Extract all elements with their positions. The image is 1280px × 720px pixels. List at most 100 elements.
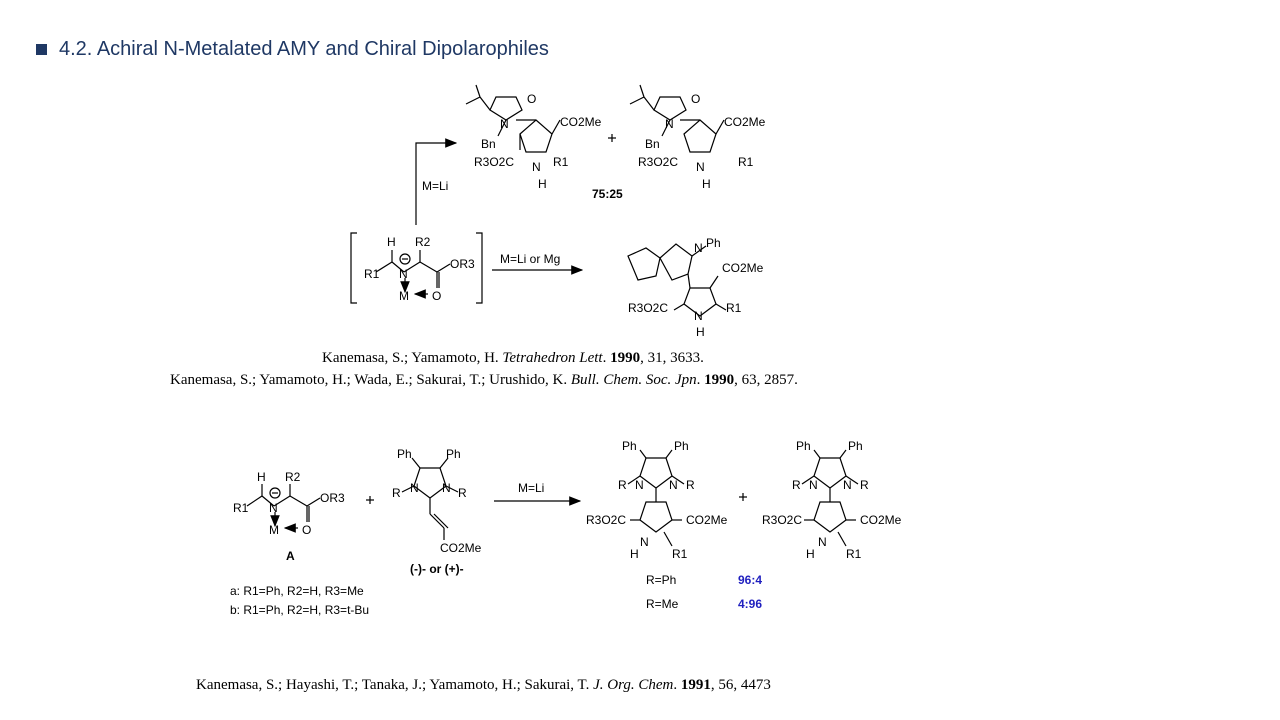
svg-text:H: H bbox=[806, 547, 815, 561]
svg-text:M: M bbox=[269, 523, 279, 537]
slide-title: 4.2. Achiral N-Metalated AMY and Chiral … bbox=[36, 38, 549, 61]
svg-text:H: H bbox=[257, 470, 266, 484]
svg-text:R3O2C: R3O2C bbox=[638, 155, 678, 169]
svg-text:H: H bbox=[630, 547, 639, 561]
svg-text:R2: R2 bbox=[285, 470, 301, 484]
svg-text:N: N bbox=[843, 478, 852, 492]
svg-text:N: N bbox=[694, 309, 703, 323]
svg-text:N: N bbox=[818, 535, 827, 549]
substituent-a: a: R1=Ph, R2=H, R3=Me bbox=[230, 584, 364, 598]
svg-text:R1: R1 bbox=[233, 501, 249, 515]
svg-text:R: R bbox=[618, 478, 627, 492]
svg-text:H: H bbox=[702, 177, 711, 191]
imidazolidine-dipolarophile bbox=[413, 467, 447, 499]
svg-text:R1: R1 bbox=[672, 547, 688, 561]
enantiomer-label: (-)- or (+)- bbox=[410, 562, 464, 576]
svg-text:Bn: Bn bbox=[645, 137, 660, 151]
svg-text:R1: R1 bbox=[364, 267, 380, 281]
arrow-up-right bbox=[415, 138, 458, 225]
ratio-label: 75:25 bbox=[592, 187, 623, 201]
svg-text:R2: R2 bbox=[415, 235, 431, 249]
pyrrolidine-ring-3 bbox=[683, 287, 717, 317]
svg-text:R: R bbox=[458, 486, 467, 500]
svg-text:R: R bbox=[392, 486, 401, 500]
reference-1: Kanemasa, S.; Yamamoto, H. Tetrahedron L… bbox=[322, 350, 704, 366]
svg-text:N: N bbox=[696, 160, 705, 174]
imidazolidine-product-1 bbox=[639, 457, 673, 489]
svg-text:R: R bbox=[792, 478, 801, 492]
right-bracket bbox=[476, 232, 483, 304]
scheme-2 bbox=[246, 449, 859, 547]
svg-text:N: N bbox=[399, 267, 408, 281]
reagent-right-label: M=Li or Mg bbox=[500, 252, 560, 266]
svg-text:Ph: Ph bbox=[796, 439, 811, 453]
scheme-1 bbox=[350, 84, 727, 317]
negative-charge-icon-2 bbox=[269, 487, 281, 499]
svg-text:O: O bbox=[432, 289, 441, 303]
oxazolidine-ring-1 bbox=[489, 96, 523, 121]
imidazolidine-product-2 bbox=[813, 457, 847, 489]
svg-text:N: N bbox=[635, 478, 644, 492]
svg-text:Ph: Ph bbox=[706, 236, 721, 250]
svg-text:N: N bbox=[500, 117, 509, 131]
compound-a-label: A bbox=[286, 549, 295, 563]
svg-text:N: N bbox=[269, 501, 278, 515]
svg-text:OR3: OR3 bbox=[320, 491, 345, 505]
svg-text:CO2Me: CO2Me bbox=[440, 541, 482, 555]
svg-text:R1: R1 bbox=[738, 155, 754, 169]
pyrrolidine-ring-1 bbox=[519, 119, 553, 153]
svg-text:Ph: Ph bbox=[397, 447, 412, 461]
svg-text:CO2Me: CO2Me bbox=[686, 513, 728, 527]
svg-text:R1: R1 bbox=[846, 547, 862, 561]
svg-text:H: H bbox=[538, 177, 547, 191]
table-row-1-r: R=Ph bbox=[646, 573, 676, 587]
svg-text:R3O2C: R3O2C bbox=[628, 301, 668, 315]
svg-text:N: N bbox=[640, 535, 649, 549]
svg-text:N: N bbox=[532, 160, 541, 174]
reagent-top-label: M=Li bbox=[422, 179, 448, 193]
table-row-1-ratio: 96:4 bbox=[738, 573, 762, 587]
oxazolidine-ring-2 bbox=[653, 96, 687, 121]
svg-text:R1: R1 bbox=[553, 155, 569, 169]
pyrrolidine-ring-2 bbox=[683, 119, 717, 153]
pyrrolidine-product-1 bbox=[639, 501, 673, 533]
table-row-2-ratio: 4:96 bbox=[738, 597, 762, 611]
title-text: 4.2. Achiral N-Metalated AMY and Chiral … bbox=[59, 38, 549, 60]
svg-text:Bn: Bn bbox=[481, 137, 496, 151]
svg-text:CO2Me: CO2Me bbox=[560, 115, 602, 129]
reference-2: Kanemasa, S.; Yamamoto, H.; Wada, E.; Sa… bbox=[170, 372, 798, 388]
svg-text:O: O bbox=[691, 92, 700, 106]
svg-text:H: H bbox=[696, 325, 705, 339]
table-row-2-r: R=Me bbox=[646, 597, 679, 611]
svg-text:OR3: OR3 bbox=[450, 257, 475, 271]
svg-text:N: N bbox=[410, 481, 419, 495]
svg-text:H: H bbox=[387, 235, 396, 249]
svg-text:R1: R1 bbox=[726, 301, 742, 315]
svg-text:Ph: Ph bbox=[674, 439, 689, 453]
svg-text:R: R bbox=[860, 478, 869, 492]
svg-text:N: N bbox=[809, 478, 818, 492]
pyrrolidine-fused-ring bbox=[627, 247, 661, 281]
svg-text:CO2Me: CO2Me bbox=[722, 261, 764, 275]
scheme-2-labels: H R2 R1 N OR3 O M A a: R1=Ph, R2=H, R3=M… bbox=[230, 439, 902, 617]
bullet-square-icon bbox=[36, 44, 47, 55]
svg-text:CO2Me: CO2Me bbox=[860, 513, 902, 527]
svg-text:R3O2C: R3O2C bbox=[762, 513, 802, 527]
svg-text:O: O bbox=[302, 523, 311, 537]
svg-text:N: N bbox=[665, 117, 674, 131]
left-bracket bbox=[350, 232, 357, 304]
negative-charge-icon bbox=[399, 253, 411, 265]
svg-text:N: N bbox=[669, 478, 678, 492]
svg-text:R: R bbox=[686, 478, 695, 492]
reagent-label-2: M=Li bbox=[518, 481, 544, 495]
svg-text:M: M bbox=[399, 289, 409, 303]
svg-text:Ph: Ph bbox=[446, 447, 461, 461]
svg-text:Ph: Ph bbox=[848, 439, 863, 453]
reference-3: Kanemasa, S.; Hayashi, T.; Tanaka, J.; Y… bbox=[196, 677, 771, 693]
svg-text:R3O2C: R3O2C bbox=[474, 155, 514, 169]
svg-text:N: N bbox=[442, 481, 451, 495]
svg-text:N: N bbox=[694, 241, 703, 255]
substituent-b: b: R1=Ph, R2=H, R3=t-Bu bbox=[230, 603, 369, 617]
svg-text:Ph: Ph bbox=[622, 439, 637, 453]
